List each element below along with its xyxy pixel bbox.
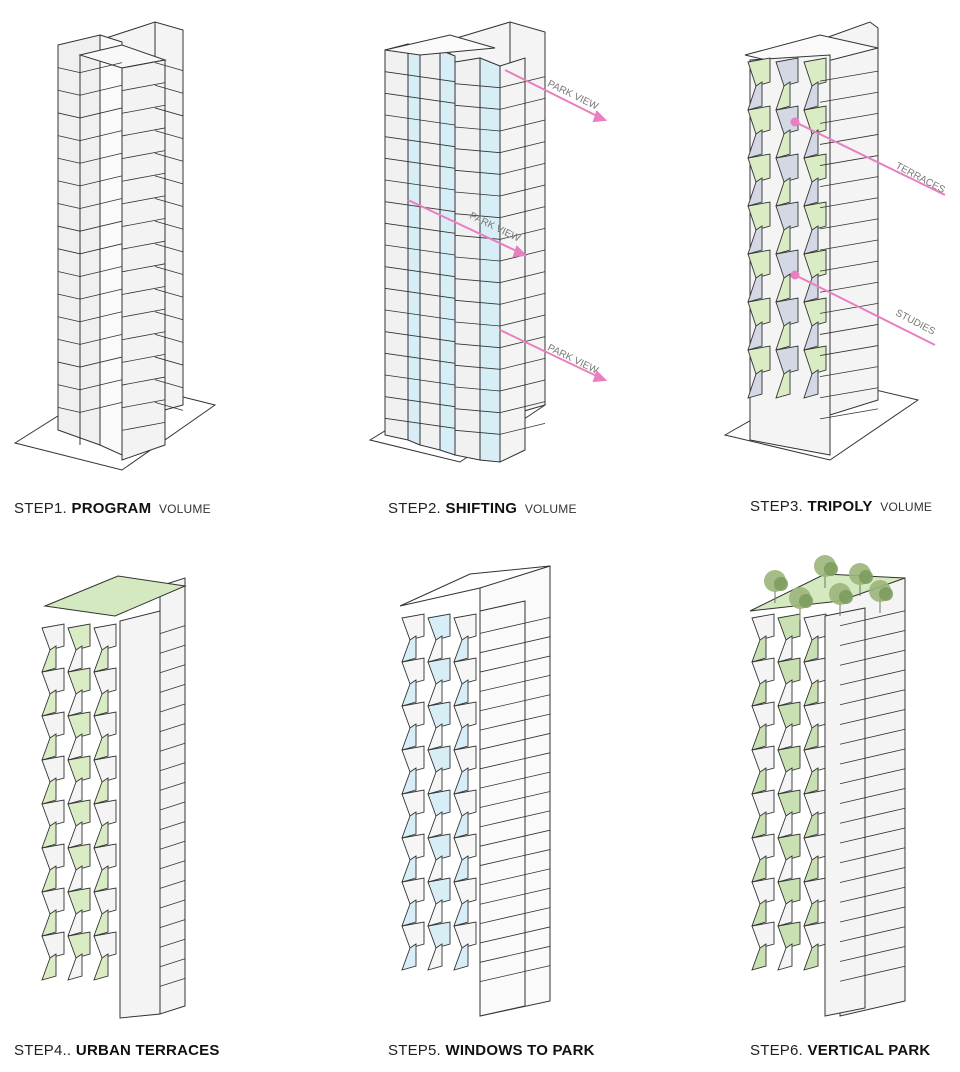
step-title: WINDOWS TO PARK [445,1042,595,1059]
step3-caption: STEP3. TRIPOLY VOLUME [750,498,932,516]
step5-panel: STEP5. WINDOWS TO PARK [320,536,640,1072]
step-number: STEP6. [750,1042,803,1059]
step-title: URBAN TERRACES [75,1042,220,1059]
view-arrows [407,69,608,383]
front-volume [57,34,167,461]
roof-terrace [43,575,187,617]
floor-lines [384,71,546,435]
step3-panel: TERRACES STUDIES STEP3. TRIPOLY VOLUME [640,0,960,536]
floor-lines [159,625,186,987]
floor-lines [479,616,551,983]
step-title: TRIPOLY [807,498,873,515]
step1-panel: STEP1. PROGRAM VOLUME [0,0,320,536]
side-volume [479,600,526,1017]
step-number: STEP2. [388,500,441,517]
step6-diagram [749,555,906,1017]
step2-diagram [368,21,608,463]
step1-caption: STEP1. PROGRAM VOLUME [14,500,211,518]
rooftop-trees [764,555,893,620]
step-subtitle: VOLUME [158,502,211,516]
side-volume [824,607,866,1017]
step4-panel: STEP4.. URBAN TERRACES [0,536,320,1072]
step-number: STEP5. [388,1042,441,1059]
step-number: STEP3. [750,498,803,515]
step-subtitle: VOLUME [524,502,577,516]
terrace-facade [41,623,117,981]
step-subtitle: VOLUME [880,500,933,514]
step2-panel: PARK VIEW PARK VIEW PARK VIEW STEP2. SHI… [320,0,640,536]
vegetated-facade [751,613,827,971]
step-title: SHIFTING [445,500,518,517]
floor-lines [819,70,879,420]
step5-caption: STEP5. WINDOWS TO PARK [388,1042,595,1060]
step-title: VERTICAL PARK [807,1042,931,1059]
shifted-columns [384,34,526,463]
side-volume [119,610,161,1019]
window-facade [401,613,477,971]
step4-diagram [41,575,187,1019]
step6-panel: STEP6. VERTICAL PARK [640,536,960,1072]
step1-diagram [13,21,217,471]
step-title: PROGRAM [71,500,152,517]
annotation-arrows [790,117,946,346]
step4-caption: STEP4.. URBAN TERRACES [14,1042,220,1060]
floor-lines [57,62,184,431]
back-volume [159,577,186,1015]
step6-caption: STEP6. VERTICAL PARK [750,1042,930,1060]
step-number: STEP1. [14,500,67,517]
step-number: STEP4.. [14,1042,72,1059]
step2-caption: STEP2. SHIFTING VOLUME [388,500,577,518]
floor-lines [839,610,906,982]
tripoly-facade [747,57,827,399]
step3-diagram [723,21,946,461]
step5-diagram [399,565,551,1017]
